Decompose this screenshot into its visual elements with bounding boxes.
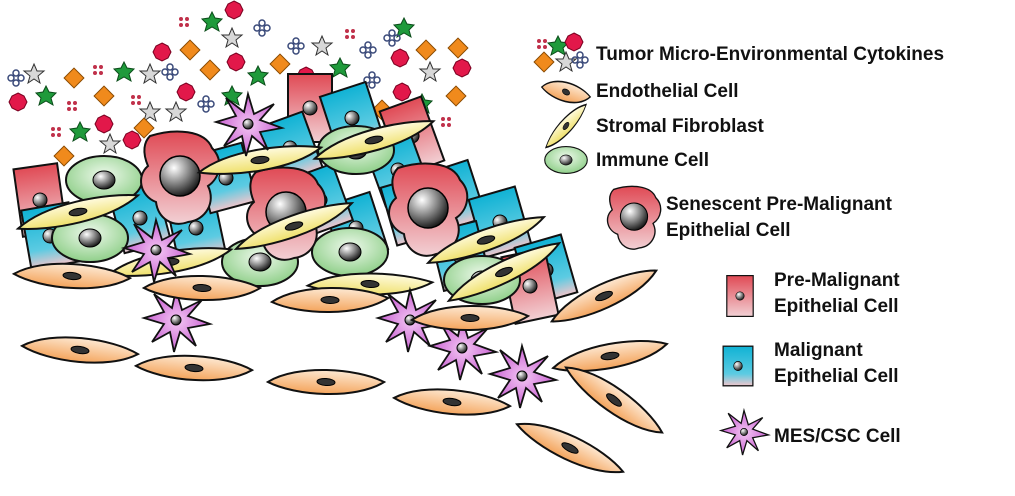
legend-senescent-label-1: Senescent Pre-Malignant <box>666 194 893 215</box>
legend-senescent-label-2: Epithelial Cell <box>666 220 791 241</box>
legend-endothelial-label: Endothelial Cell <box>596 81 739 102</box>
legend-cytokines-label: Tumor Micro-Environmental Cytokines <box>596 44 944 65</box>
legend-mes-csc-label: MES/CSC Cell <box>774 426 901 447</box>
legend-malignant-label-1: Malignant <box>774 340 863 361</box>
tumor-tissue <box>12 73 671 487</box>
legend-endothelial-icon <box>540 73 592 111</box>
legend-mes-csc-icon <box>720 409 770 456</box>
legend-cytokines-icon <box>533 32 589 73</box>
legend-stromal-label: Stromal Fibroblast <box>596 116 765 137</box>
legend-premalignant-label-2: Epithelial Cell <box>774 296 899 317</box>
legend-immune-icon <box>544 145 588 175</box>
legend-malignant-icon <box>722 345 754 387</box>
legend-immune-label: Immune Cell <box>596 150 709 171</box>
legend-stromal-icon <box>542 99 590 153</box>
legend-senescent-icon <box>606 185 662 250</box>
legend: Tumor Micro-Environmental Cytokines Endo… <box>533 32 944 456</box>
legend-malignant-label-2: Epithelial Cell <box>774 366 899 387</box>
legend-premalignant-label-1: Pre-Malignant <box>774 270 900 291</box>
legend-premalignant-icon <box>726 275 754 317</box>
